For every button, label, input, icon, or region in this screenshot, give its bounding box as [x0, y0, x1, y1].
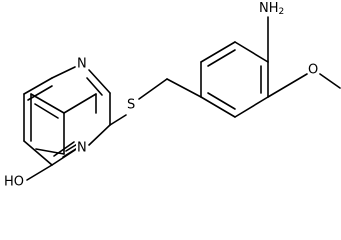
- bond-c-oh: [26, 164, 53, 181]
- bond-c2-n3: [63, 93, 97, 114]
- mask-s: [126, 97, 139, 113]
- atom-n-upper: N: [77, 57, 87, 72]
- mask-nh2: [258, 0, 290, 17]
- bond-ring-c: [88, 69, 111, 94]
- atom-nh2-subscript: 2: [279, 7, 285, 17]
- bond-c-o: [267, 73, 308, 98]
- bond-ring-a-inner: [27, 85, 53, 101]
- atom-nh2-main: NH: [259, 1, 279, 16]
- atom-o: O: [308, 63, 318, 78]
- bond-ch2-aryl: [166, 78, 202, 98]
- atom-s: S: [127, 98, 135, 113]
- bond-benz-6-inner: [207, 92, 236, 110]
- atom-nh2: NH2: [259, 1, 284, 18]
- pyrimidine-ring: [30, 93, 97, 155]
- bond-ring-e: [88, 124, 111, 146]
- molecule-structure-diagram: N N S HO NH2 O: [3, 0, 341, 190]
- bond-benz-6: [200, 96, 236, 118]
- bond-ring-b: [51, 66, 76, 79]
- bond-benz-2: [200, 41, 236, 63]
- bond-layer: [23, 16, 341, 181]
- atom-n-lower: N: [77, 141, 87, 156]
- bond-c5-c6: [30, 93, 65, 114]
- bond-c-s: [109, 114, 127, 126]
- bond-ring-c-inner: [86, 77, 103, 96]
- mask-n-upper: [76, 56, 89, 72]
- mask-o: [307, 62, 320, 78]
- bond-s-ch2: [138, 78, 168, 100]
- bond-o-me: [319, 73, 341, 89]
- bond-benz-5: [234, 96, 269, 118]
- bond-c5-c6-inner: [34, 103, 59, 119]
- atom-labels: N N S HO NH2 O: [3, 0, 320, 190]
- mask-ho: [3, 174, 27, 190]
- bond-benz-3: [234, 41, 269, 63]
- bond-ring-f: [51, 149, 76, 166]
- bond-ring-f-inner: [53, 141, 75, 157]
- atom-ho: HO: [4, 175, 24, 190]
- mask-n-lower: [76, 140, 89, 156]
- bond-benz-2-inner: [207, 49, 236, 67]
- bond-ring-g: [23, 140, 53, 166]
- bond-ring-a: [23, 77, 53, 95]
